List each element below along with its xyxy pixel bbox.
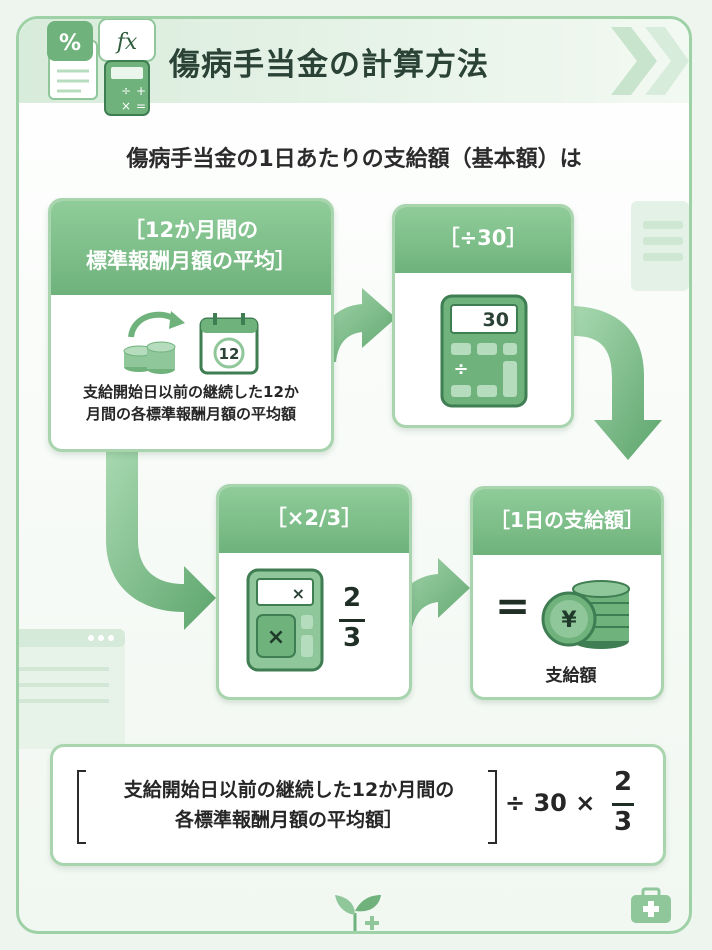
average-monthly-salary-card: ［12か月間の 標準報酬月額の平均］ 12 支給開始日以前の継続した12か 月間… bbox=[48, 198, 334, 452]
arrow-card1-to-card2 bbox=[314, 288, 396, 362]
card-header: ［12か月間の 標準報酬月額の平均］ bbox=[51, 201, 331, 295]
fraction-bar bbox=[339, 619, 365, 622]
arrow-card1-to-card3 bbox=[106, 452, 216, 630]
multiply-two-thirds-card: ［×2/3］ × × 2 3 bbox=[216, 484, 412, 700]
yen-coins-icon: ¥ bbox=[541, 580, 630, 649]
right-bracket bbox=[488, 770, 497, 844]
arrow-card2-to-card4 bbox=[574, 306, 662, 460]
equals-sign: = bbox=[495, 581, 531, 630]
benefit-label: 支給額 bbox=[545, 666, 597, 686]
divide-by-30-card: ［÷30］ 30 ÷ bbox=[392, 204, 574, 428]
left-bracket bbox=[77, 770, 86, 844]
formula-fraction-numerator: 2 bbox=[613, 767, 633, 797]
formula-fraction-bar bbox=[612, 803, 634, 806]
svg-text:×: × bbox=[267, 625, 285, 650]
calendar-12: 12 bbox=[219, 345, 240, 363]
calculator-icon: 30 ÷ bbox=[440, 294, 528, 408]
formula-operators: ÷ 30 × bbox=[505, 789, 596, 817]
coins-cycle-calendar-icon: 12 bbox=[123, 311, 259, 375]
percent-icon: % bbox=[59, 31, 81, 56]
calculator-formula-icon: % fx ÷ × + = bbox=[47, 19, 156, 116]
formula-box: 支給開始日以前の継続した12か月間の 各標準報酬月額の平均額］ ÷ 30 × 2… bbox=[50, 744, 666, 866]
svg-text:×: × bbox=[121, 99, 131, 113]
first-aid-kit-icon bbox=[631, 887, 671, 923]
calculator-display: 30 bbox=[483, 309, 509, 331]
svg-text:=: = bbox=[136, 99, 146, 113]
card-header: ［÷30］ bbox=[395, 207, 571, 273]
card-header: ［1日の支給額］ bbox=[473, 489, 661, 555]
subtitle: 傷病手当金の1日あたりの支給額（基本額）は bbox=[126, 147, 582, 172]
card-description-line1: 支給開始日以前の継続した12か bbox=[83, 383, 299, 401]
card-description-line2: 月間の各標準報酬月額の平均額 bbox=[85, 405, 296, 423]
card-title-line1: ［12か月間の bbox=[123, 218, 259, 242]
fx-icon: fx bbox=[115, 30, 138, 55]
background-window-icon bbox=[19, 629, 125, 749]
background-document-icon bbox=[631, 201, 689, 291]
header-chevrons bbox=[611, 27, 689, 95]
card-title-line2: 標準報酬月額の平均］ bbox=[86, 249, 296, 273]
svg-text:÷: ÷ bbox=[453, 359, 468, 380]
formula-fraction-denominator: 3 bbox=[613, 807, 633, 837]
daily-benefit-card: ［1日の支給額］ = ¥ 支給額 bbox=[470, 486, 664, 700]
svg-text:+: + bbox=[136, 84, 146, 98]
fraction-numerator: 2 bbox=[342, 583, 362, 613]
svg-text:×: × bbox=[292, 584, 305, 603]
fraction-denominator: 3 bbox=[342, 623, 362, 653]
page-title: 傷病手当金の計算方法 bbox=[169, 47, 489, 83]
svg-text:÷: ÷ bbox=[121, 84, 131, 98]
card-header: ［×2/3］ bbox=[219, 487, 409, 553]
sprout-icon bbox=[335, 895, 381, 931]
formula-line1: 支給開始日以前の継続した12か月間の bbox=[123, 779, 455, 801]
calculator-multiply-icon: × × bbox=[246, 568, 324, 672]
formula-line2: 各標準報酬月額の平均額］ bbox=[174, 809, 403, 831]
yen-symbol: ¥ bbox=[561, 608, 577, 633]
